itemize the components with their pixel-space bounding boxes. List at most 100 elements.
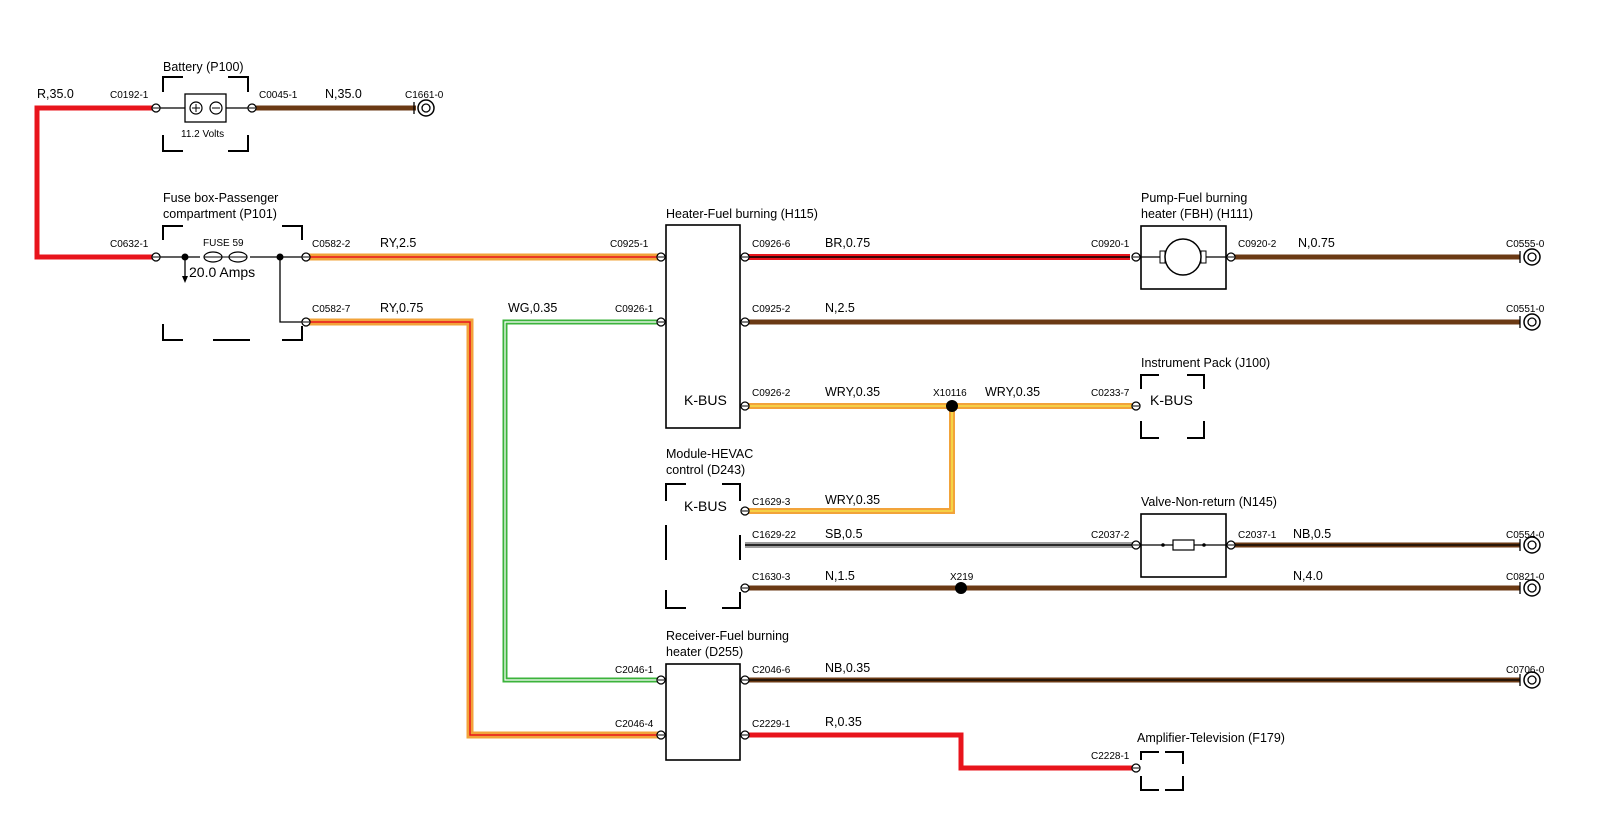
wire-label-pump-ground: N,0.75 (1298, 236, 1335, 250)
fuse-amps: 20.0 Amps (189, 264, 255, 280)
wire-label-heater-ground: N,2.5 (825, 301, 855, 315)
terminal-c2229-1 (740, 730, 750, 740)
terminal-c2046-1 (656, 675, 666, 685)
label-c2228-1: C2228-1 (1091, 751, 1130, 762)
label-c0632-1: C0632-1 (110, 239, 149, 250)
label-c0582-2: C0582-2 (312, 239, 351, 250)
terminal-c0925-1 (656, 252, 666, 262)
wire-label-kbus-hevac: WRY,0.35 (825, 493, 880, 507)
label-c0920-2: C0920-2 (1238, 239, 1277, 250)
battery-voltage: 11.2 Volts (181, 129, 224, 140)
wire-label-hevac-to-valve: SB,0.5 (825, 527, 863, 541)
wire-battery-feed (34, 105, 152, 260)
wire-label-receiver-to-amp: R,0.35 (825, 715, 862, 729)
terminal-c0926-6 (740, 252, 750, 262)
fusebox-component: Fuse box-Passenger compartment (P101) FU… (158, 191, 303, 341)
receiver-component: Receiver-Fuel burning heater (D255) (665, 629, 789, 761)
label-c0555-0: C0555-0 (1506, 239, 1545, 250)
label-c0192-1: C0192-1 (110, 90, 149, 101)
splice-x10116 (946, 400, 958, 412)
label-c0554-0: C0554-0 (1506, 530, 1545, 541)
connector-labels: C0192-1 C0045-1 C1661-0 C0632-1 C0582-2 … (110, 90, 1545, 762)
wire-label-hevac-ground: N,1.5 (825, 569, 855, 583)
valve-title: Valve-Non-return (N145) (1141, 495, 1277, 509)
terminal-c2046-4 (656, 730, 666, 740)
label-c0706-0: C0706-0 (1506, 665, 1545, 676)
terminal-c2046-6 (740, 675, 750, 685)
wire-label-fuse-to-heater: RY,2.5 (380, 236, 416, 250)
label-c0920-1: C0920-1 (1091, 239, 1130, 250)
fusebox-title-line1: Fuse box-Passenger (163, 191, 278, 205)
terminal-c0920-2 (1226, 252, 1236, 262)
hevac-component: Module-HEVAC control (D243) K-BUS (665, 447, 753, 609)
ground-c1661-0-icon (413, 99, 435, 117)
label-x10116: X10116 (933, 388, 967, 399)
pump-title-line1: Pump-Fuel burning (1141, 191, 1247, 205)
terminal-c0045-1 (247, 103, 257, 113)
wire-label-heater-to-pump: BR,0.75 (825, 236, 870, 250)
wire-label-kbus-instrument: WRY,0.35 (985, 385, 1040, 399)
label-c1629-3: C1629-3 (752, 497, 791, 508)
label-c2229-1: C2229-1 (752, 719, 791, 730)
label-c1629-22: C1629-22 (752, 530, 796, 541)
wire-label-valve-ground: NB,0.5 (1293, 527, 1331, 541)
label-c0551-0: C0551-0 (1506, 304, 1545, 315)
fusebox-title-line2: compartment (P101) (163, 207, 277, 221)
ground-c0551-0-icon (1519, 313, 1541, 331)
label-c0582-7: C0582-7 (312, 304, 351, 315)
splice-x219 (955, 582, 967, 594)
receiver-title-line1: Receiver-Fuel burning (666, 629, 789, 643)
label-c0233-7: C0233-7 (1091, 388, 1130, 399)
pump-component: Pump-Fuel burning heater (FBH) (H111) (1140, 191, 1253, 290)
valve-component: Valve-Non-return (N145) (1140, 495, 1277, 578)
terminal-c0920-1 (1131, 252, 1141, 262)
heater-kbus-label: K-BUS (684, 392, 727, 408)
terminal-c1630-3 (740, 583, 750, 593)
label-c0926-1: C0926-1 (615, 304, 654, 315)
terminal-c0233-7 (1131, 401, 1141, 411)
wire-label-battery-feed: R,35.0 (37, 87, 74, 101)
wire-label-green-link: WG,0.35 (508, 301, 557, 315)
pump-title-line2: heater (FBH) (H111) (1141, 207, 1253, 221)
battery-title: Battery (P100) (163, 60, 244, 74)
label-c2037-1: C2037-1 (1238, 530, 1277, 541)
hevac-title-line2: control (D243) (666, 463, 745, 477)
amplifier-component: Amplifier-Television (F179) (1137, 731, 1285, 791)
wire-receiver-to-amp (745, 732, 1137, 771)
wire-label-fuse-to-receiver: RY,0.75 (380, 301, 423, 315)
label-c2037-2: C2037-2 (1091, 530, 1130, 541)
label-c0821-0: C0821-0 (1506, 572, 1545, 583)
label-c0925-1: C0925-1 (610, 239, 649, 250)
amplifier-title: Amplifier-Television (F179) (1137, 731, 1285, 745)
label-c1661-0: C1661-0 (405, 90, 444, 101)
heater-component: Heater-Fuel burning (H115) K-BUS (665, 207, 818, 429)
terminal-c2037-2 (1131, 540, 1141, 550)
label-c0925-2: C0925-2 (752, 304, 791, 315)
instrument-title: Instrument Pack (J100) (1141, 356, 1270, 370)
label-x219: X219 (950, 572, 974, 583)
fuse-label: FUSE 59 (203, 238, 244, 249)
hevac-title-line1: Module-HEVAC (666, 447, 753, 461)
wire-label-battery-ground: N,35.0 (325, 87, 362, 101)
instrument-kbus-label: K-BUS (1150, 392, 1193, 408)
terminal-c0582-7 (301, 317, 311, 327)
terminal-c0926-1 (656, 317, 666, 327)
terminal-c0582-2 (301, 252, 311, 262)
label-c1630-3: C1630-3 (752, 572, 791, 583)
wire-label-splice-ground: N,4.0 (1293, 569, 1323, 583)
label-c2046-4: C2046-4 (615, 719, 654, 730)
label-c0045-1: C0045-1 (259, 90, 298, 101)
wire-label-receiver-ground: NB,0.35 (825, 661, 870, 675)
label-c2046-6: C2046-6 (752, 665, 791, 676)
terminal-c0925-2 (740, 317, 750, 327)
wire-label-kbus-heater: WRY,0.35 (825, 385, 880, 399)
label-c0926-2: C0926-2 (752, 388, 791, 399)
battery-component: Battery (P100) 11.2 Volts (158, 60, 252, 152)
wire-labels: R,35.0 N,35.0 RY,2.5 RY,0.75 WG,0.35 BR,… (37, 87, 1335, 729)
wire-green-link (502, 319, 661, 683)
label-c0926-6: C0926-6 (752, 239, 791, 250)
label-c2046-1: C2046-1 (615, 665, 654, 676)
terminal-c2228-1 (1131, 763, 1141, 773)
terminal-c0192-1 (151, 103, 161, 113)
